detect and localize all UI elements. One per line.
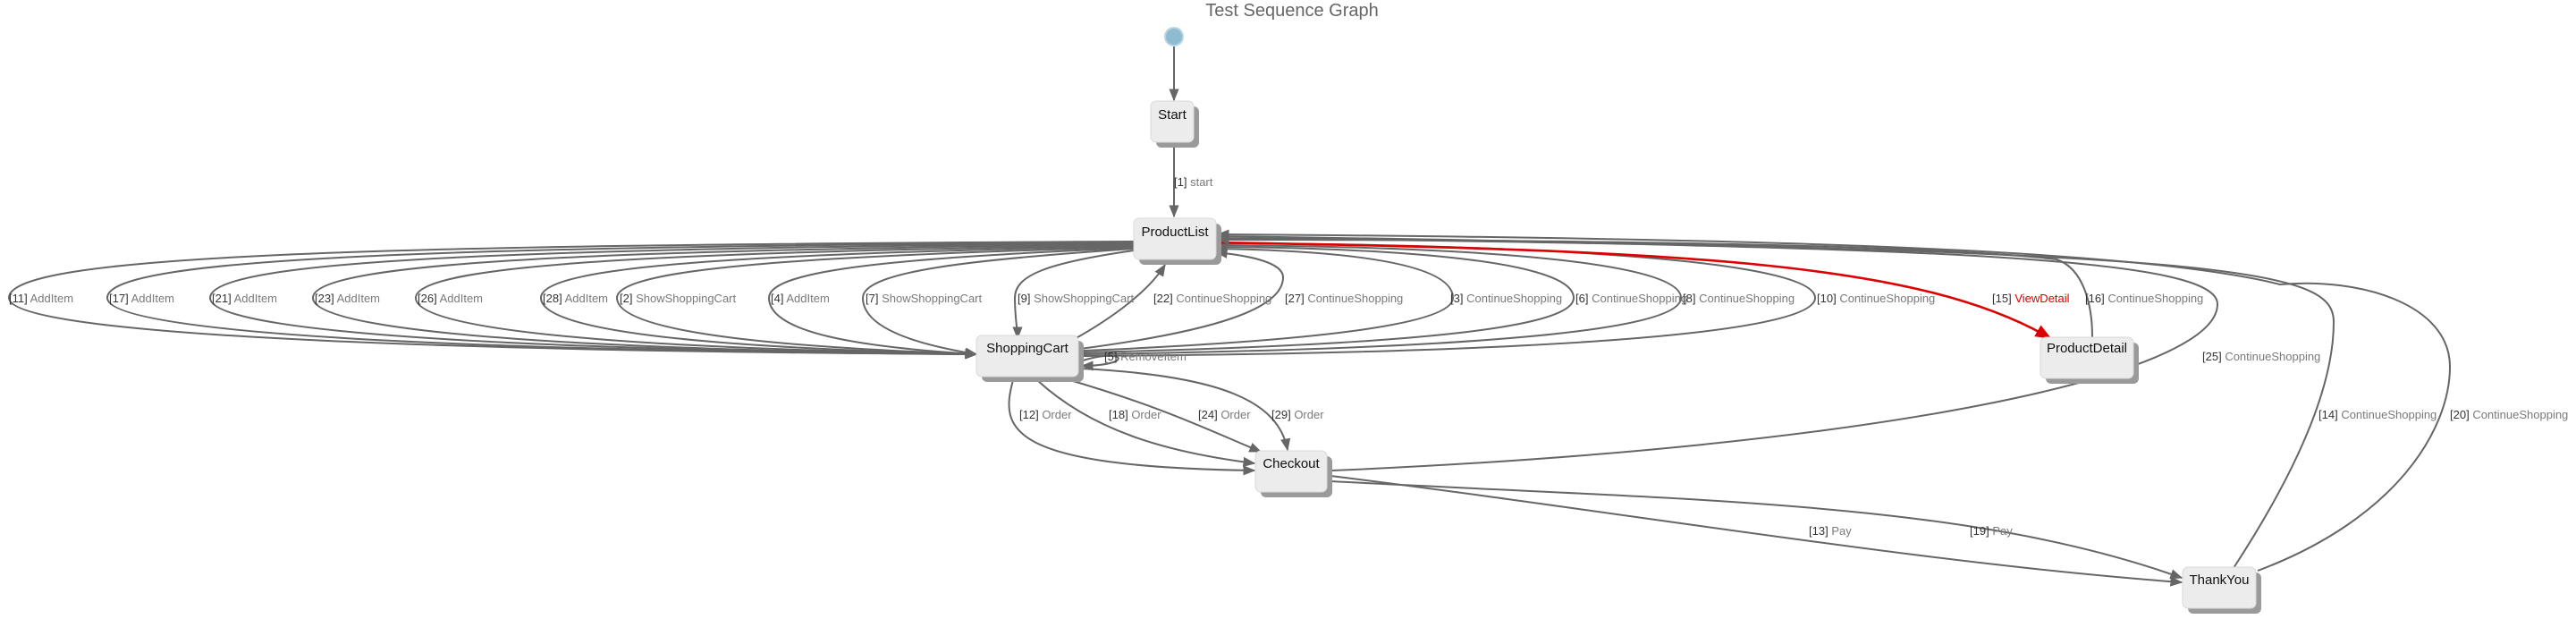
edge-15-label: [15] ViewDetail xyxy=(1992,292,2070,305)
node-productlist[interactable]: ProductList xyxy=(1133,217,1221,265)
edge-11-label: [11] AddItem xyxy=(9,292,73,305)
node-productdetail[interactable]: ProductDetail xyxy=(2040,336,2139,384)
edge-5 xyxy=(1079,354,1119,371)
edge-12-label: [12] Order xyxy=(1019,408,1072,421)
node-thankyou-label: ThankYou xyxy=(2189,572,2249,588)
edge-28-label: [28] AddItem xyxy=(543,292,608,305)
edge-23-label: [23] AddItem xyxy=(315,292,380,305)
edge-29 xyxy=(1079,368,1291,452)
edge-27 xyxy=(1079,248,1285,350)
edge-24-label: [24] Order xyxy=(1198,408,1251,421)
edge-17-label: [17] AddItem xyxy=(109,292,174,305)
edge-21 xyxy=(208,242,1135,360)
edge-16-label: [16] ContinueShopping xyxy=(2085,292,2203,305)
edge-27-label: [27] ContinueShopping xyxy=(1285,292,1403,305)
node-productdetail-label: ProductDetail xyxy=(2047,341,2127,356)
edge-15 xyxy=(1215,241,2052,340)
edge-21-label: [21] AddItem xyxy=(212,292,277,305)
edge-3-label: [3] ContinueShopping xyxy=(1450,292,1562,305)
edge-22-label: [22] ContinueShopping xyxy=(1153,292,1271,305)
node-shoppingcart[interactable]: ShoppingCart xyxy=(976,335,1084,382)
edge-29-label: [29] Order xyxy=(1271,408,1324,421)
node-productlist-label: ProductList xyxy=(1141,225,1209,240)
edge-8-label: [8] ContinueShopping xyxy=(1683,292,1795,305)
edge-26-label: [26] AddItem xyxy=(418,292,483,305)
edge-19 xyxy=(1330,480,2183,580)
edge-6-label: [6] ContinueShopping xyxy=(1575,292,1687,305)
edge-9-label: [9] ShowShoppingCart xyxy=(1018,292,1134,305)
edge-22 xyxy=(1072,263,1166,341)
edge-8 xyxy=(1083,240,1683,355)
edge-5-label: [5] RemoveItem xyxy=(1104,350,1187,363)
edge-25-label: [25] ContinueShopping xyxy=(2202,350,2320,363)
node-checkout-label: Checkout xyxy=(1263,456,1320,471)
edge-2 xyxy=(615,246,1135,360)
edge-17 xyxy=(106,242,1135,360)
node-thankyou[interactable]: ThankYou xyxy=(2182,566,2261,614)
node-start-label: Start xyxy=(1158,107,1187,123)
edge-18 xyxy=(1036,379,1256,467)
edge-6 xyxy=(1083,242,1575,353)
edge-14-label: [14] ContinueShopping xyxy=(2318,408,2437,421)
edge-26 xyxy=(414,244,1135,360)
edge-10-label: [10] ContinueShopping xyxy=(1817,292,1935,305)
edge-7-label: [7] ShowShoppingCart xyxy=(866,292,982,305)
edge-11 xyxy=(7,241,1135,360)
edge-24 xyxy=(1063,377,1263,453)
edge-2-label: [2] ShowShoppingCart xyxy=(620,292,736,305)
node-start[interactable]: Start xyxy=(1150,100,1199,148)
edge-7 xyxy=(861,248,1135,358)
edge-3 xyxy=(1083,243,1455,352)
edge-4-label: [4] AddItem xyxy=(771,292,830,305)
edge-9 xyxy=(1012,250,1135,340)
edge-18-label: [18] Order xyxy=(1109,408,1161,421)
edge-14 xyxy=(1216,231,2335,569)
edge-20-label: [20] ContinueShopping xyxy=(2450,408,2568,421)
edge-4 xyxy=(767,247,1135,359)
edge-20 xyxy=(1216,229,2452,572)
edge-1-label: [1] start xyxy=(1174,175,1213,189)
node-checkout[interactable]: Checkout xyxy=(1254,450,1332,497)
edge-13-label: [13] Pay xyxy=(1809,524,1852,538)
edge-19-label: [19] Pay xyxy=(1970,524,2013,538)
edge-23 xyxy=(311,243,1135,360)
node-shoppingcart-label: ShoppingCart xyxy=(986,341,1069,356)
edge-28 xyxy=(539,245,1135,360)
edge-12 xyxy=(1008,379,1256,476)
edge-25 xyxy=(1216,233,2219,471)
graph-title: Test Sequence Graph xyxy=(1205,1,1378,21)
initial-state-dot xyxy=(1164,27,1184,47)
edge-13 xyxy=(1330,475,2183,587)
